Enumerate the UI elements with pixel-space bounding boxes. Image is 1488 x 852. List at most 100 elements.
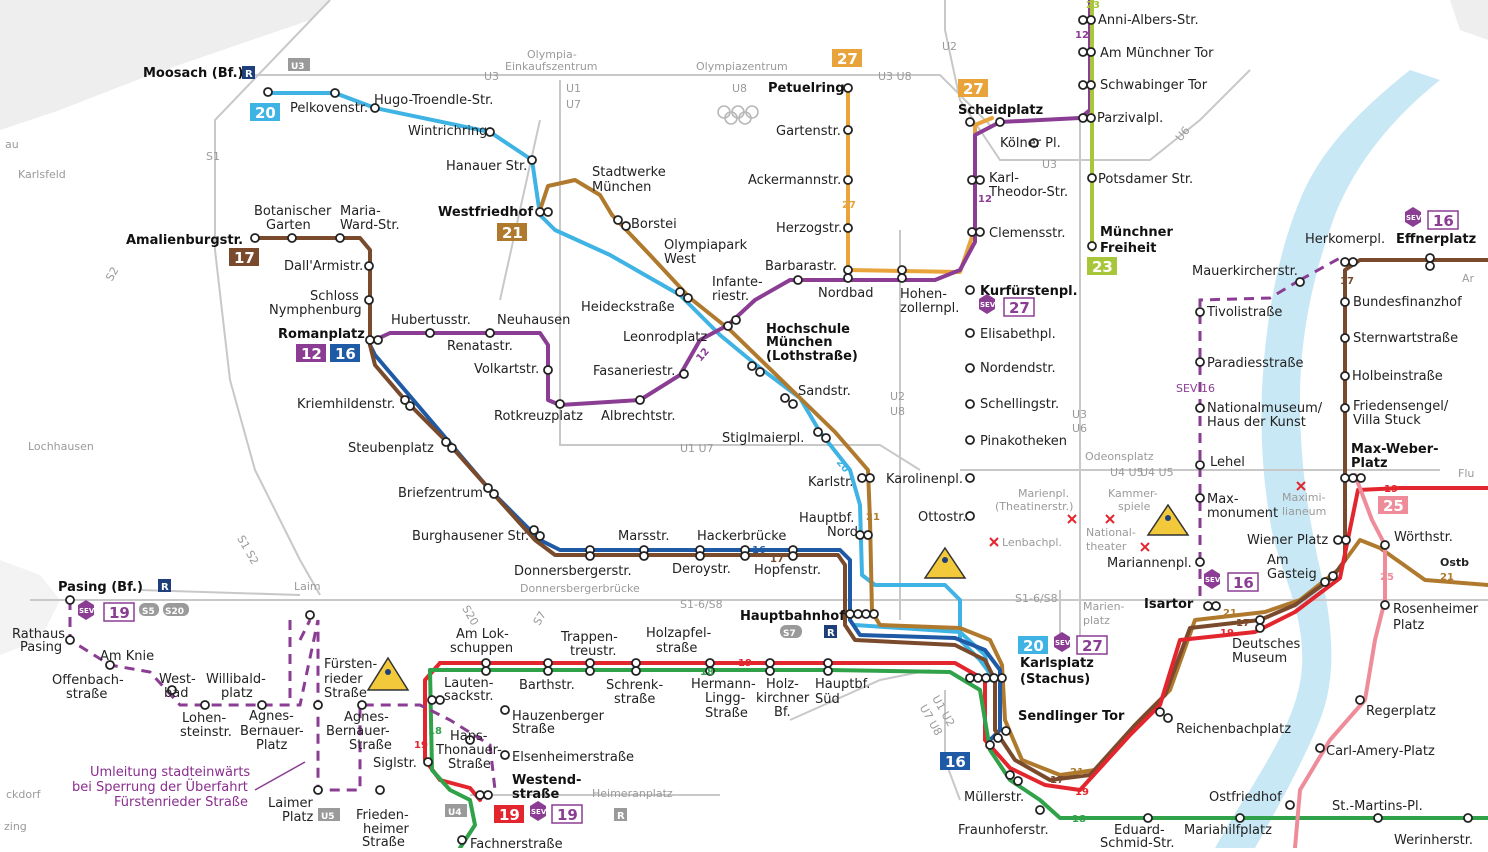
svg-text:23: 23 [1092, 258, 1113, 276]
svg-text:Hackerbrücke: Hackerbrücke [697, 529, 786, 544]
svg-text:(Stachus): (Stachus) [1020, 672, 1090, 687]
svg-text:R: R [161, 582, 169, 593]
svg-text:Einkaufszentrum: Einkaufszentrum [505, 60, 598, 73]
svg-text:U2: U2 [890, 390, 905, 403]
svg-text:straße: straße [656, 641, 697, 656]
svg-text:Heideckstraße: Heideckstraße [581, 300, 675, 315]
svg-text:Borstei: Borstei [631, 217, 677, 232]
line-19-sev-badge [103, 602, 135, 622]
svg-text:12: 12 [301, 345, 322, 363]
svg-text:Karlstr.: Karlstr. [808, 475, 853, 490]
svg-text:Freiheit: Freiheit [1100, 241, 1156, 256]
svg-text:Marienpl.: Marienpl. [1018, 487, 1069, 500]
svg-text:Sternwartstraße: Sternwartstraße [1353, 331, 1458, 346]
svg-text:Karlsfeld: Karlsfeld [18, 168, 66, 181]
svg-text:21: 21 [1223, 608, 1237, 619]
svg-text:Tivolistraße: Tivolistraße [1206, 305, 1282, 320]
svg-text:Werinherstr.: Werinherstr. [1394, 833, 1473, 848]
svg-text:Mauerkircherstr.: Mauerkircherstr. [1192, 264, 1298, 279]
svg-text:16: 16 [335, 345, 356, 363]
svg-text:12: 12 [978, 194, 992, 205]
svg-text:(Lothstraße): (Lothstraße) [766, 349, 858, 364]
svg-text:Hans-: Hans- [450, 729, 488, 744]
svg-text:Hermann-: Hermann- [691, 677, 756, 692]
svg-text:20: 20 [1023, 637, 1044, 655]
svg-text:Nordendstr.: Nordendstr. [980, 361, 1056, 376]
closed-stop-markers [989, 481, 1306, 552]
svg-text:19: 19 [557, 806, 578, 824]
svg-text:Platz: Platz [1351, 456, 1388, 471]
svg-text:19: 19 [1075, 787, 1089, 798]
svg-text:bei Sperrung der Überfahrt: bei Sperrung der Überfahrt [72, 778, 248, 795]
svg-text:Fürsten-: Fürsten- [324, 657, 377, 672]
svg-text:Schrenk-: Schrenk- [606, 678, 663, 693]
construction-icon [366, 656, 410, 691]
svg-text:Heimeranplatz: Heimeranplatz [592, 787, 673, 800]
svg-text:straße: straße [614, 692, 655, 707]
line-badges[interactable]: 20 21 17 12 16 27 27 27 23 16 27 20 27 1… [0, 0, 1459, 824]
svg-text:Deutsches: Deutsches [1232, 637, 1301, 652]
line-number-annotations: 12 27 12 23 18 19 19 18 16 17 17 21 19 2… [414, 0, 1454, 825]
svg-text:Straße: Straße [448, 757, 491, 772]
svg-text:Straße: Straße [512, 722, 555, 737]
svg-text:Elisabethpl.: Elisabethpl. [980, 327, 1056, 342]
svg-text:S1-6/S8: S1-6/S8 [1015, 592, 1058, 605]
svg-text:SEV: SEV [1055, 639, 1071, 647]
svg-text:Stiglmaierpl.: Stiglmaierpl. [722, 431, 804, 446]
svg-text:Sendlinger Tor: Sendlinger Tor [1018, 709, 1125, 724]
svg-text:Burghausener Str.: Burghausener Str. [412, 529, 529, 544]
svg-text:19: 19 [1220, 628, 1234, 639]
svg-text:R: R [617, 811, 625, 822]
svg-text:platz: platz [1083, 614, 1110, 627]
svg-text:München: München [766, 335, 832, 350]
svg-text:Stadtwerke: Stadtwerke [592, 165, 666, 180]
line-27-badge [832, 49, 862, 67]
svg-text:Platz: Platz [282, 810, 314, 825]
svg-text:Siglstr.: Siglstr. [373, 756, 417, 771]
svg-text:17: 17 [1236, 618, 1250, 629]
svg-text:Petuelring: Petuelring [768, 81, 845, 96]
transfer-tags: R S5 S20 S7 R U3 U5 U4 R R [139, 58, 837, 822]
svg-text:Marien-: Marien- [1083, 600, 1125, 613]
svg-text:Müllerstr.: Müllerstr. [964, 790, 1024, 805]
svg-text:Am Münchner Tor: Am Münchner Tor [1100, 46, 1214, 61]
svg-text:Museum: Museum [1232, 651, 1287, 666]
svg-text:Kriemhildenstr.: Kriemhildenstr. [297, 397, 395, 412]
svg-text:Lingg-: Lingg- [705, 691, 746, 706]
svg-text:Holzapfel-: Holzapfel- [646, 626, 712, 641]
svg-text:U3: U3 [291, 62, 305, 72]
svg-text:Fachnerstraße: Fachnerstraße [470, 837, 563, 848]
svg-text:National-: National- [1086, 526, 1136, 539]
stops[interactable] [65, 15, 1473, 845]
svg-text:au: au [5, 138, 19, 151]
line-27-path [846, 86, 994, 274]
svg-text:Straße: Straße [705, 706, 748, 721]
svg-text:17: 17 [770, 554, 784, 565]
svg-text:27: 27 [1009, 299, 1030, 317]
svg-text:16: 16 [752, 545, 766, 556]
svg-text:16: 16 [1433, 212, 1454, 230]
svg-text:Friedensengel/: Friedensengel/ [1353, 399, 1449, 414]
svg-text:sackstr.: sackstr. [444, 689, 494, 704]
svg-text:Renatastr.: Renatastr. [447, 339, 513, 354]
svg-text:Thonauer-: Thonauer- [435, 743, 502, 758]
svg-text:Amalienburgstr.: Amalienburgstr. [126, 233, 243, 248]
svg-text:R: R [827, 628, 835, 639]
svg-text:Platz: Platz [256, 738, 288, 753]
svg-text:27: 27 [837, 50, 858, 68]
svg-text:Lochhausen: Lochhausen [28, 440, 94, 453]
svg-text:Kölner Pl.: Kölner Pl. [1000, 136, 1061, 151]
svg-text:Wörthstr.: Wörthstr. [1394, 530, 1453, 545]
svg-text:Platz: Platz [1393, 618, 1425, 633]
svg-text:monument: monument [1207, 506, 1278, 521]
svg-text:U4 U5: U4 U5 [1140, 466, 1174, 479]
svg-text:Gasteig: Gasteig [1267, 567, 1317, 582]
svg-text:treustr.: treustr. [570, 644, 617, 659]
svg-text:Olympiapark: Olympiapark [664, 238, 748, 253]
svg-text:U3: U3 [1072, 408, 1087, 421]
svg-text:SEV: SEV [1205, 576, 1221, 584]
svg-text:Dall'Armistr.: Dall'Armistr. [284, 259, 363, 274]
svg-text:19: 19 [738, 658, 752, 669]
line-16-badge [940, 752, 970, 770]
